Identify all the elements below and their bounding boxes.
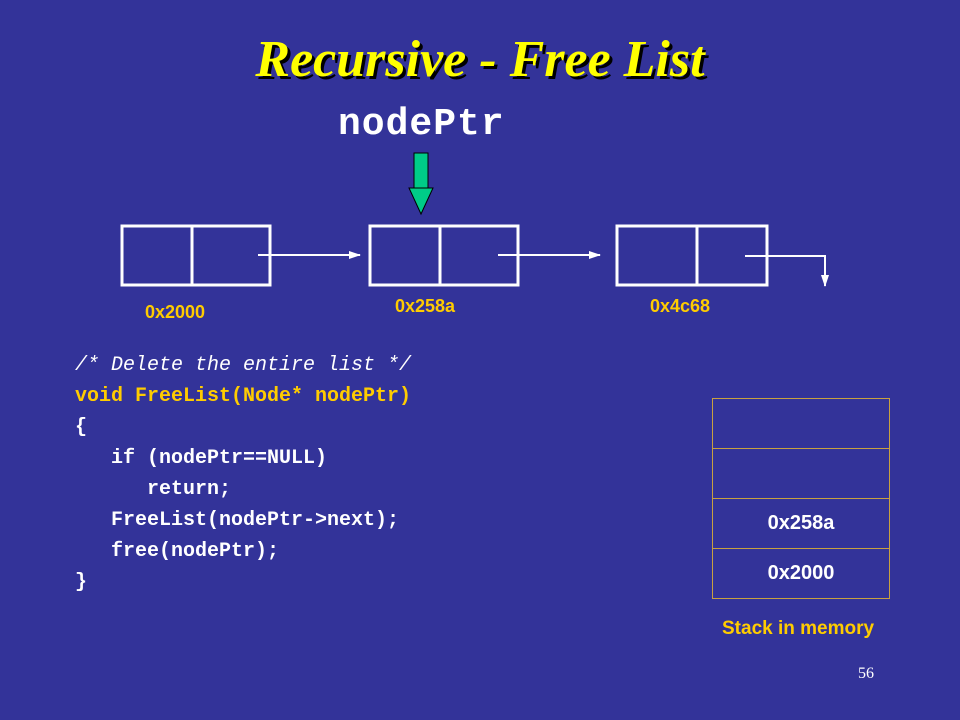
node-address: 0x258a [395, 296, 456, 316]
node-pointer-arrow [408, 152, 434, 216]
code-line: FreeList(nodePtr->next); [75, 509, 400, 532]
code-line: void FreeList(Node* nodePtr) [75, 385, 412, 408]
stack-cell [713, 399, 889, 449]
list-node [615, 224, 769, 287]
memory-stack: 0x258a 0x2000 [712, 398, 890, 599]
code-line: free(nodePtr); [75, 540, 280, 563]
list-node [120, 224, 272, 287]
slide-title: Recursive - Free List [255, 31, 705, 88]
code-line: { [75, 416, 88, 439]
node-address: 0x2000 [145, 302, 206, 322]
pointer-label: nodePtr [338, 103, 505, 146]
stack-cell: 0x2000 [767, 562, 835, 584]
code-line: return; [75, 478, 232, 501]
stack-cell: 0x258a [713, 499, 889, 549]
code-line: if (nodePtr==NULL) [75, 447, 328, 470]
code-line: } [75, 571, 88, 594]
node-address: 0x4c68 [650, 296, 711, 316]
code-line: /* Delete the entire list */ [75, 354, 412, 377]
stack-caption: Stack in memory [722, 618, 875, 639]
stack-cell [713, 449, 889, 499]
code-block: /* Delete the entire list */ void FreeLi… [75, 350, 411, 598]
null-link-arrow [745, 255, 829, 287]
list-node [368, 224, 520, 287]
slide-number: 56 [858, 665, 874, 682]
